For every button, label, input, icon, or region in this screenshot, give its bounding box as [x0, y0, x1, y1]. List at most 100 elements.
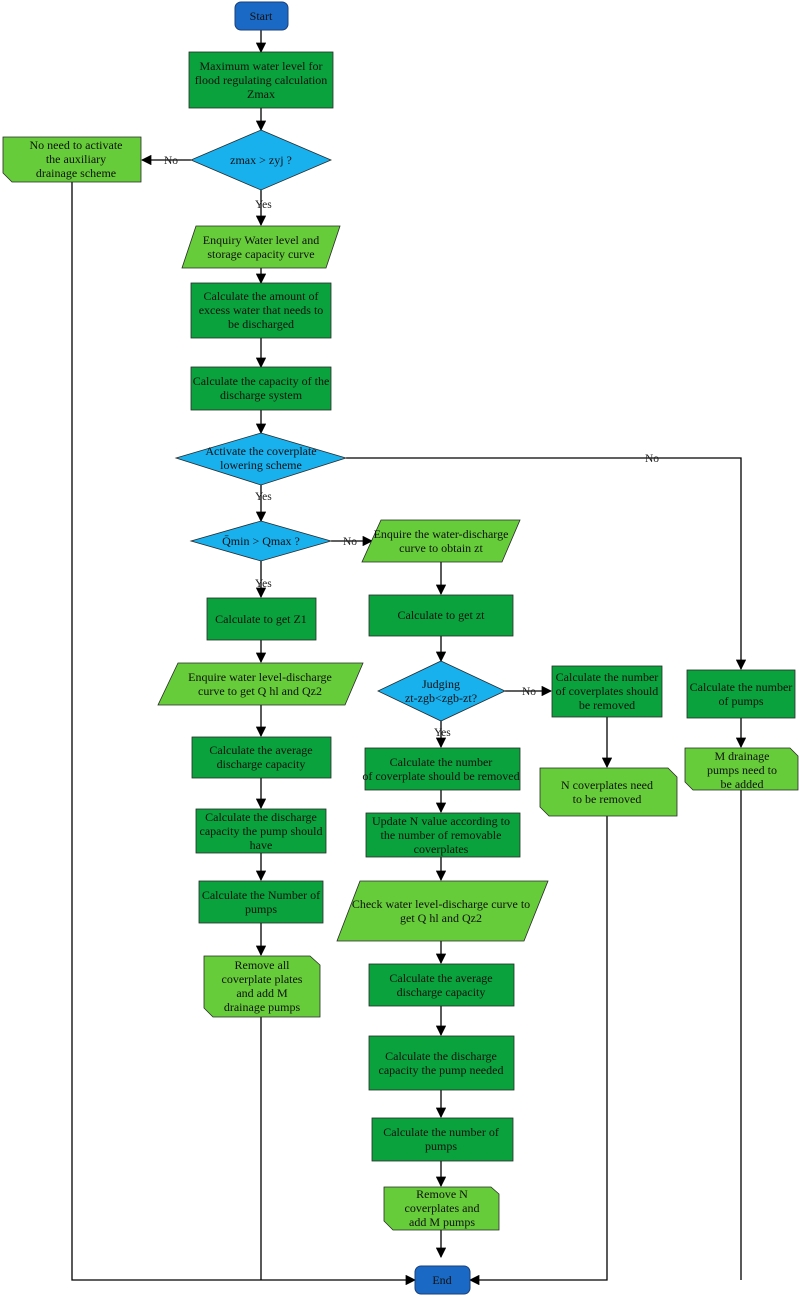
dec_zmax-text-1: zmax > zyj ?	[230, 153, 292, 167]
max_level-text-3: Zmax	[247, 87, 275, 101]
remove_all-text-1: Remove all	[235, 958, 291, 972]
decision-q: Q̄min > Qmax ?	[189, 520, 333, 562]
calc_num_pumps_2-text-2: pumps	[425, 1139, 457, 1153]
calc_z1-text-1: Calculate to get Z1	[215, 612, 307, 626]
calc_capacity-text-2: discharge system	[220, 388, 303, 402]
edge-cover-no	[346, 457, 747, 671]
remove_n-text-1: Remove N	[416, 1187, 468, 1201]
calc_avg_1-text-2: discharge capacity	[217, 757, 306, 771]
enq_level_discharge-text-1: Enquire water level-discharge	[188, 670, 332, 684]
calc_capacity-text-1: Calculate the capacity of the	[193, 374, 330, 388]
dec_coverplate-text-1: Activate the coverplate	[205, 444, 316, 458]
remove_n-text-2: coverplates and	[405, 1201, 480, 1215]
calc_num_pumps_1-text-2: pumps	[245, 902, 277, 916]
no_aux-text-1: No need to activate	[30, 138, 123, 152]
label-cover-yes: Yes	[255, 491, 272, 503]
calc_num_cover_mid-text-2: of coverplate should be removed	[362, 769, 519, 783]
label-zmax-yes: Yes	[255, 199, 272, 211]
m_pumps-text-1: M drainage	[715, 749, 770, 763]
label-q-no: No	[343, 536, 357, 548]
check_level-text-1: Check water level-discharge curve to	[352, 897, 530, 911]
calc_num_pumps_3-text-1: Calculate the number	[690, 680, 793, 694]
decision-zmax: zmax > zyj ?	[189, 129, 333, 191]
node-end: End	[414, 1265, 471, 1295]
calc_num_pumps_3-text-2: of pumps	[719, 694, 764, 708]
node-start: Start	[234, 1, 289, 31]
label-zmax-no: No	[164, 155, 178, 167]
update_n-text-3: coverplates	[414, 842, 469, 856]
calc_zt-text-1: Calculate to get zt	[398, 608, 486, 622]
connectors	[71, 30, 747, 1286]
calc_avg_2-text-2: discharge capacity	[397, 985, 486, 999]
enq_zt-text-1: Enquire the water-discharge	[374, 527, 509, 541]
calc_pump_cap_2-text-2: capacity the pump needed	[379, 1063, 504, 1077]
remove_n-text-3: add M pumps	[409, 1215, 475, 1229]
node-calc-z1: Calculate to get Z1	[206, 597, 317, 641]
dec_coverplate-text-2: lowering scheme	[220, 458, 302, 472]
n_cover_removed-text-2: to be removed	[573, 792, 642, 806]
calc_num_pumps_1-text-1: Calculate the Number of	[202, 888, 320, 902]
enq_level_discharge-text-2: curve to get Q hl and Qz2	[198, 684, 322, 698]
end-text-1: End	[432, 1273, 451, 1287]
check_level-text-2: get Q hl and Qz2	[400, 911, 482, 925]
remove_all-text-4: drainage pumps	[224, 1000, 301, 1014]
update_n-text-1: Update N value according to	[372, 814, 510, 828]
enquiry_storage-text-1: Enquiry Water level and	[203, 233, 319, 247]
enq_zt-text-2: curve to obtain zt	[399, 541, 483, 555]
calc_num_cover_right-text-2: of coverplates should	[556, 684, 659, 698]
label-cover-no: No	[645, 453, 659, 465]
calc_pump_cap_2-text-1: Calculate the discharge	[385, 1049, 497, 1063]
update_n-text-2: the number of removable	[381, 828, 502, 842]
max_level-text-1: Maximum water level for	[200, 59, 323, 73]
enquiry_storage-text-2: storage capacity curve	[207, 247, 314, 261]
node-calc-zt: Calculate to get zt	[368, 594, 514, 637]
calc_excess-text-2: excess water that needs to	[199, 303, 324, 317]
start-text-1: Start	[250, 9, 273, 23]
calc_avg_1-text-1: Calculate the average	[209, 743, 312, 757]
remove_all-text-3: and add M	[236, 986, 288, 1000]
calc_num_cover_mid-text-1: Calculate the number	[390, 755, 493, 769]
calc_pump_cap_1-text-1: Calculate the discharge	[205, 810, 317, 824]
edge-ncover-end	[468, 816, 608, 1286]
label-q-yes: Yes	[255, 578, 272, 590]
edge-noaux-end	[71, 182, 417, 1286]
dec_judge-text-1: Judging	[422, 677, 460, 691]
dec_q-text-1: Q̄min > Qmax ?	[222, 534, 300, 548]
calc_num_cover_right-text-3: be removed	[579, 698, 635, 712]
remove_all-text-2: coverplate plates	[222, 972, 303, 986]
n_cover_removed-text-1: N coverplates need	[561, 778, 653, 792]
calc_excess-text-1: Calculate the amount of	[204, 289, 319, 303]
label-judge-no: No	[522, 686, 536, 698]
calc_num_cover_right-text-1: Calculate the number	[556, 670, 659, 684]
calc_avg_2-text-1: Calculate the average	[389, 971, 492, 985]
m_pumps-text-3: be added	[721, 777, 764, 791]
dec_judge-text-2: zt-zgb<zgb-zt?	[405, 691, 477, 705]
m_pumps-text-2: pumps need to	[707, 763, 777, 777]
calc_pump_cap_1-text-2: capacity the pump should	[200, 824, 323, 838]
no_aux-text-3: drainage scheme	[36, 166, 116, 180]
calc_pump_cap_1-text-3: have	[250, 838, 273, 852]
calc_excess-text-3: be discharged	[228, 317, 294, 331]
node-check-level: Check water level-discharge curve toget …	[336, 880, 549, 942]
